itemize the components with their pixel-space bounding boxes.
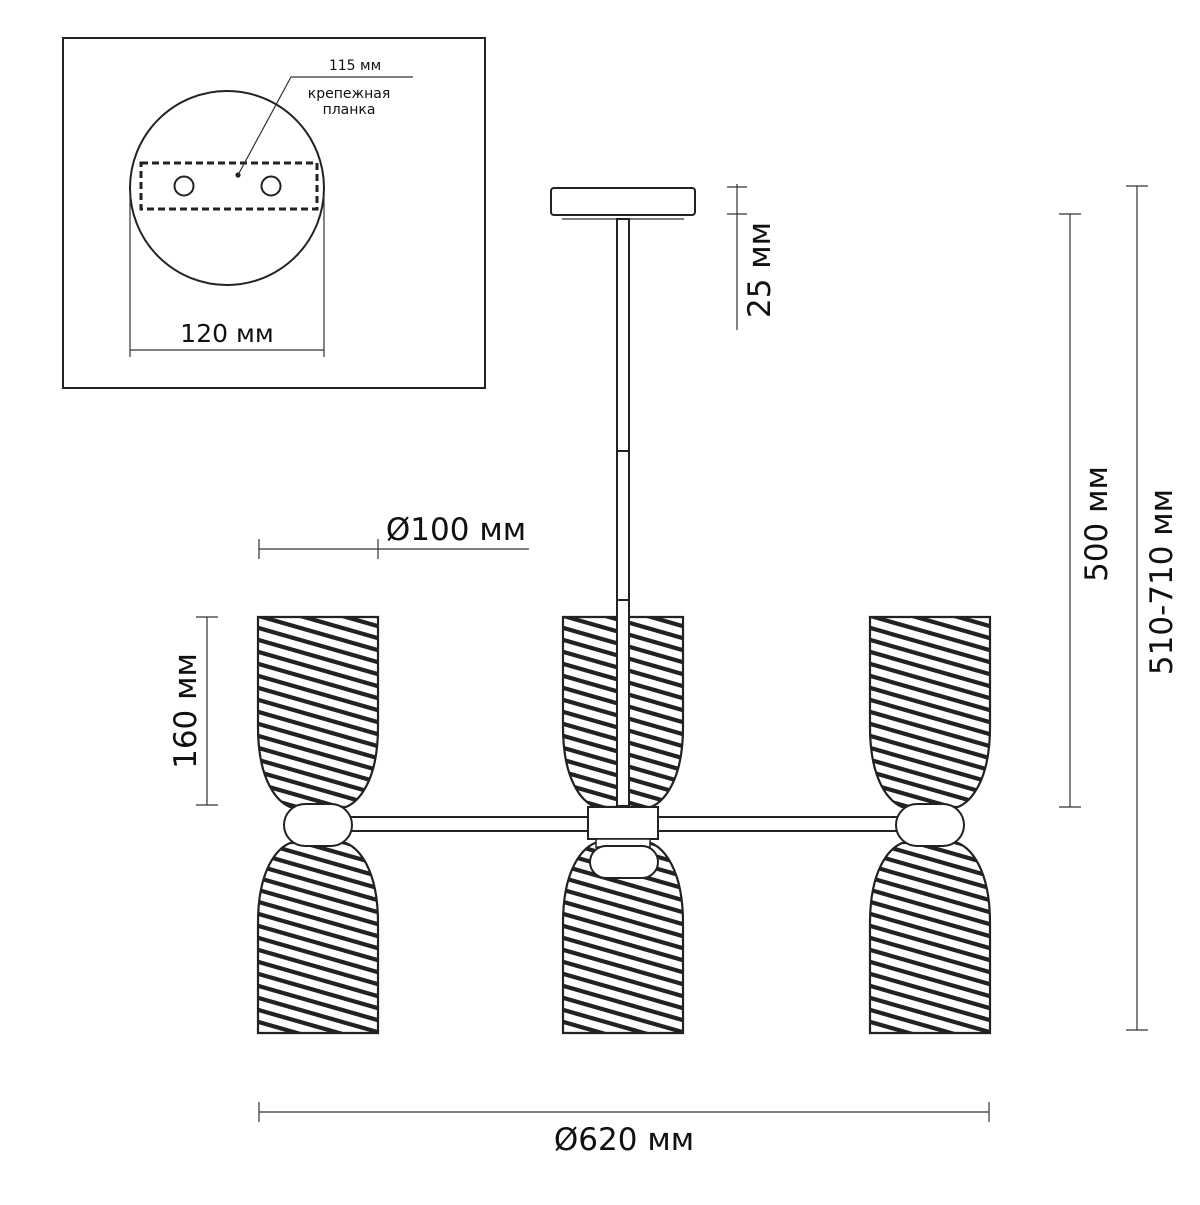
center-joint <box>589 845 659 879</box>
center-hub <box>587 806 659 840</box>
dim-shade-diameter: Ø100 мм <box>258 512 529 559</box>
suspension-rod-upper <box>616 218 630 452</box>
plate-name-line2: планка <box>323 102 376 118</box>
shade-height-label: 160 мм <box>168 653 204 769</box>
ceiling-canopy <box>550 187 696 216</box>
total-diameter-label: Ø620 мм <box>554 1122 694 1158</box>
screw-hole-left <box>173 175 195 197</box>
dim-shade-height: 160 мм <box>168 616 218 806</box>
canopy-height-label: 25 мм <box>742 222 778 318</box>
joint-left <box>283 803 353 847</box>
canopy-diameter-label: 120 мм <box>180 319 273 348</box>
shade-diameter-label: Ø100 мм <box>386 512 526 548</box>
rod-length-label: 500 мм <box>1079 466 1115 582</box>
total-height-label: 510-710 мм <box>1144 489 1180 675</box>
plate-width-label: 115 мм <box>329 58 381 74</box>
plate-name-line1: крепежная <box>308 86 391 102</box>
mounting-inset: 115 мм крепежная планка 120 мм <box>62 37 486 389</box>
dim-canopy-height: 25 мм <box>727 184 778 330</box>
screw-hole-right <box>260 175 282 197</box>
dim-rod-length: 500 мм <box>1059 213 1115 808</box>
joint-right <box>895 803 965 847</box>
dim-total-diameter: Ø620 мм <box>258 1102 990 1158</box>
plate-leader-line <box>237 76 413 176</box>
arm-right <box>655 816 899 832</box>
canopy-circle <box>129 90 325 286</box>
chandelier <box>248 187 1000 1071</box>
dim-total-height: 510-710 мм <box>1126 185 1180 1031</box>
arm-left <box>349 816 591 832</box>
mounting-plate <box>139 161 319 211</box>
